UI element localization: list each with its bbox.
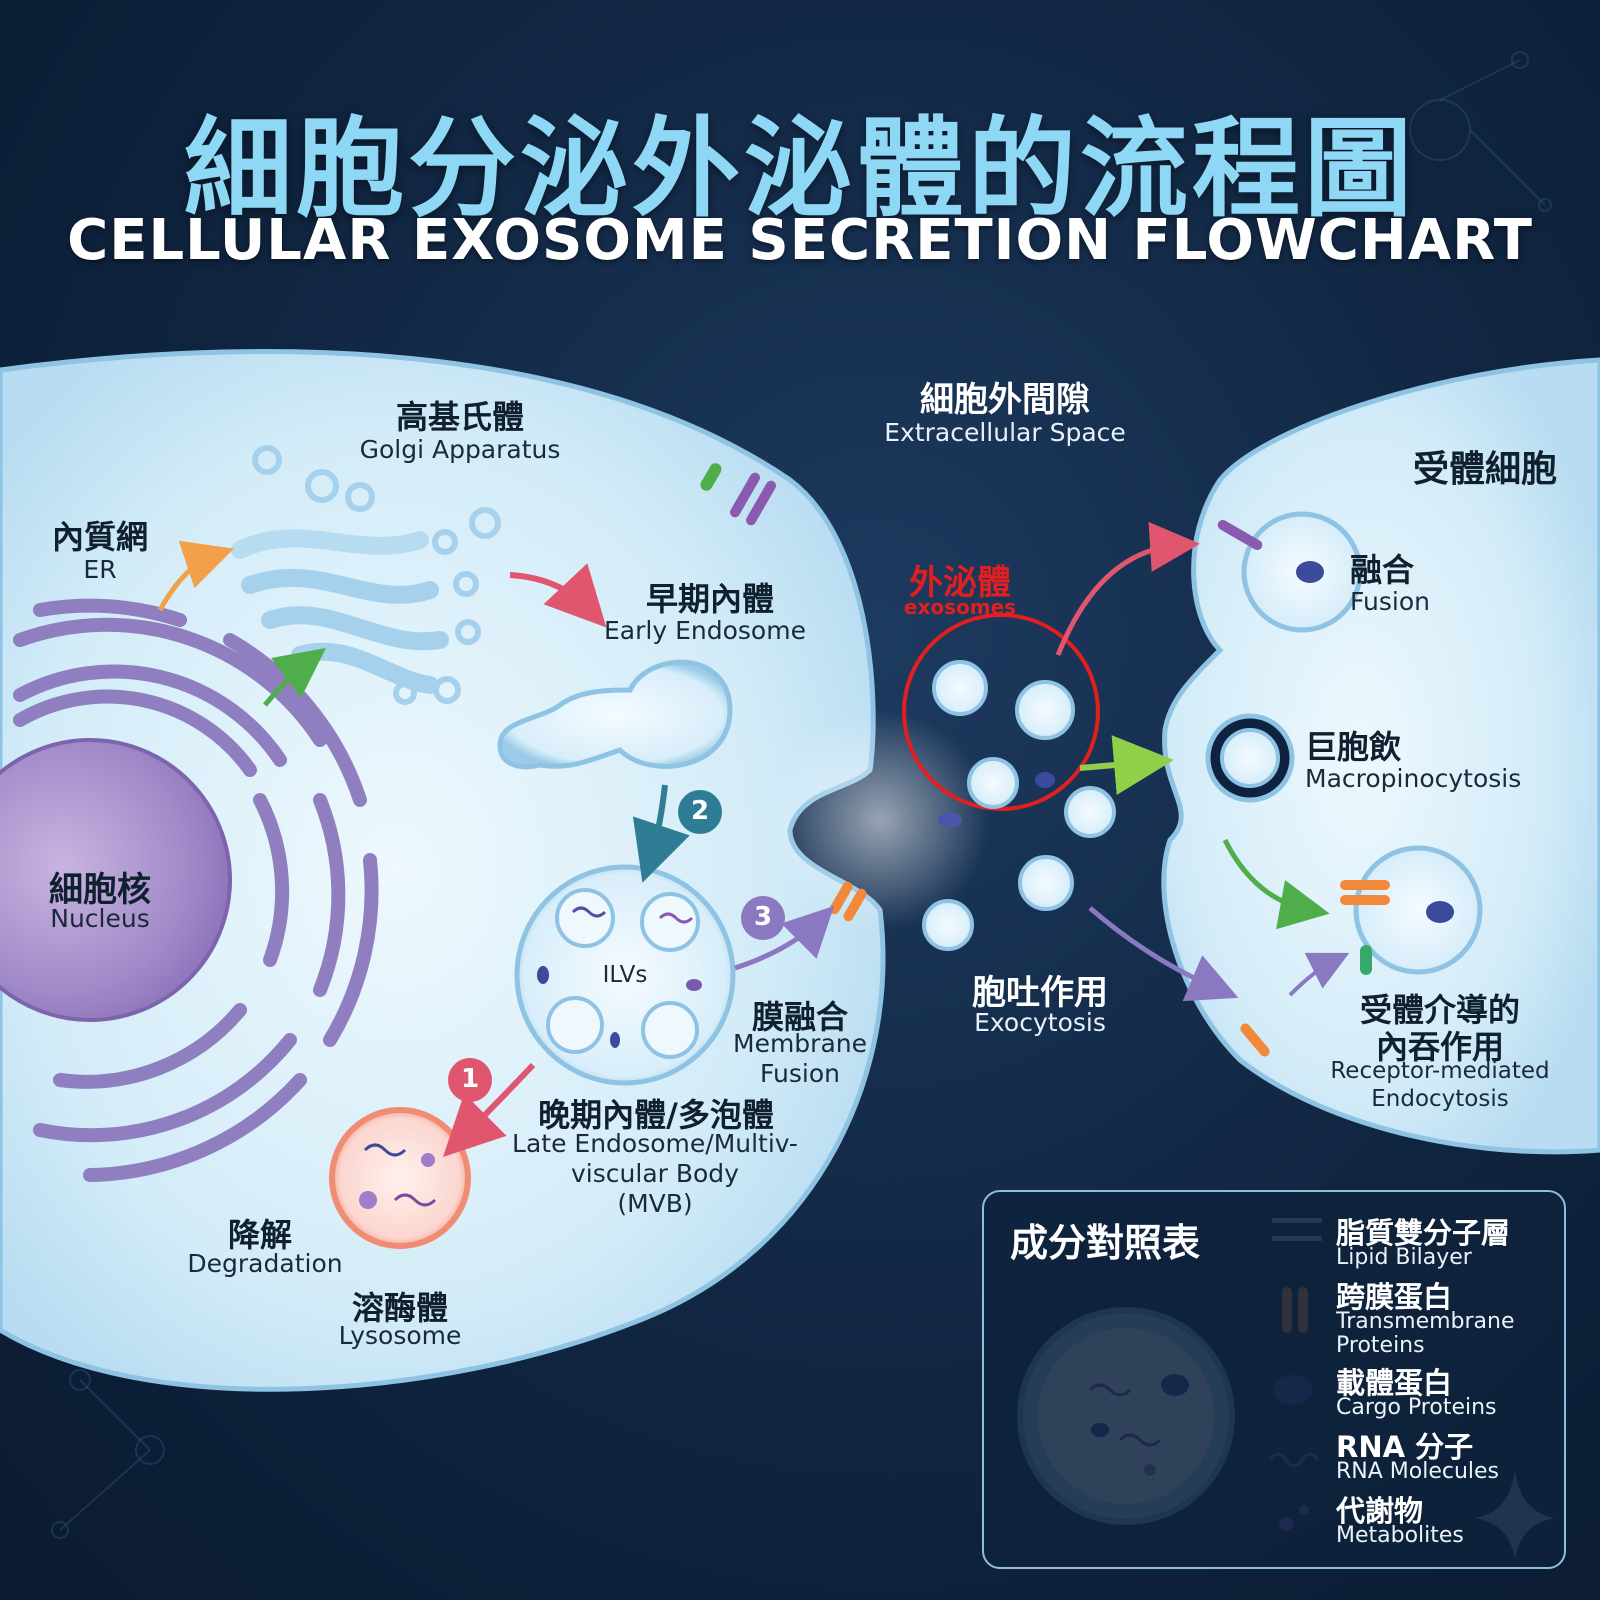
arrow-er-to-golgi xyxy=(157,540,234,612)
extracellular-label-zh: 細胞外間隙 xyxy=(920,380,1090,420)
golgi-apparatus xyxy=(231,445,501,705)
arrow-step2 xyxy=(632,784,690,883)
late-endosome-label-en1: Late Endosome/Multiv- xyxy=(512,1129,798,1158)
nucleus-label-zh: 細胞核 xyxy=(49,870,151,910)
receptor-label-zh1: 受體介導的 xyxy=(1359,991,1520,1029)
membrane-fusion-label-en1: Membrane xyxy=(733,1029,867,1058)
early-endosome xyxy=(497,659,733,770)
step-number-1: 1 xyxy=(460,1064,480,1094)
legend-item-transmembrane-zh: 跨膜蛋白 xyxy=(1336,1280,1453,1314)
nucleus-label-en: Nucleus xyxy=(50,904,150,933)
receptor-label-en2: Endocytosis xyxy=(1371,1086,1509,1112)
legend-item-metabolite-zh: 代謝物 xyxy=(1336,1494,1424,1528)
title-en: CELLULAR EXOSOME SECRETION FLOWCHART xyxy=(67,208,1533,273)
exosomes-label-zh: 外泌體 xyxy=(909,563,1011,603)
step-badge-3 xyxy=(741,896,785,940)
recipient-cell-label-zh: 受體細胞 xyxy=(1412,449,1557,490)
step-number-3: 3 xyxy=(753,902,773,932)
early-endosome-label-en: Early Endosome xyxy=(604,616,806,645)
lysosome xyxy=(329,1107,471,1249)
title-zh: 細胞分泌外泌體的流程圖 xyxy=(183,107,1416,232)
er-label-zh: 內質網 xyxy=(51,518,148,556)
macropinocytosis-label-en: Macropinocytosis xyxy=(1305,764,1522,793)
receptor-label-en1: Receptor-mediated xyxy=(1330,1058,1550,1084)
arrow-to-endocytosis xyxy=(1088,906,1239,1002)
legend-item-rna-en: RNA Molecules xyxy=(1336,1459,1500,1484)
er-label-en: ER xyxy=(83,555,117,584)
arrow-er-to-golgi-2 xyxy=(263,647,326,707)
golgi-label-zh: 高基氏體 xyxy=(395,398,524,436)
legend-item-cargo-en: Cargo Proteins xyxy=(1336,1395,1497,1420)
exocytosis-label-en: Exocytosis xyxy=(974,1008,1106,1037)
nucleus xyxy=(0,738,232,1022)
lysosome-label-en: Lysosome xyxy=(338,1321,462,1350)
late-endosome-label-zh: 晚期內體/多泡體 xyxy=(538,1096,774,1134)
legend-item-cargo-zh: 載體蛋白 xyxy=(1336,1366,1453,1400)
endoplasmic-reticulum xyxy=(13,598,379,1182)
background-network xyxy=(51,51,1552,1539)
fusion-label-en: Fusion xyxy=(1350,587,1430,616)
late-endosome-label-en3: (MVB) xyxy=(617,1189,693,1218)
legend-item-transmembrane-en2: Proteins xyxy=(1336,1333,1425,1358)
fusion-label-zh: 融合 xyxy=(1350,551,1415,589)
legend-item-rna-zh: RNA 分子 xyxy=(1336,1430,1474,1464)
golgi-label-en: Golgi Apparatus xyxy=(359,435,561,464)
arrow-golgi-to-early-endosome xyxy=(509,563,607,628)
late-endosome-label-en2: viscular Body xyxy=(571,1159,739,1188)
degradation-label-zh: 降解 xyxy=(227,1216,292,1254)
exocytosis-label-zh: 胞吐作用 xyxy=(972,973,1108,1013)
arrow-receptor xyxy=(1288,952,1350,997)
exosome-vesicles xyxy=(922,660,1116,951)
multivesicular-body xyxy=(514,864,736,1086)
ilvs-label: ILVs xyxy=(602,962,648,988)
early-endosome-label-zh: 早期內體 xyxy=(645,580,774,618)
membrane-fusion-label-zh: 膜融合 xyxy=(751,998,848,1036)
step-number-2: 2 xyxy=(690,796,710,826)
macropinocytosis-label-zh: 巨胞飲 xyxy=(1305,728,1402,766)
legend-item-transmembrane-en1: Transmembrane xyxy=(1336,1309,1515,1334)
legend-panel xyxy=(982,1190,1566,1569)
membrane-proteins xyxy=(700,463,1390,1057)
macropinocytosis-inner xyxy=(1220,728,1280,788)
lysosome-label-zh: 溶酶體 xyxy=(351,1289,448,1327)
legend-title: 成分對照表 xyxy=(1010,1221,1201,1265)
exosome-highlight-circle xyxy=(902,613,1100,811)
legend-item-lipid-en: Lipid Bilayer xyxy=(1336,1245,1472,1270)
extracellular-label-en: Extracellular Space xyxy=(884,418,1126,447)
arrow-step3 xyxy=(734,905,835,971)
exosomes-label-en: exosomes xyxy=(903,595,1017,619)
degradation-label-en: Degradation xyxy=(187,1249,343,1278)
legend-item-lipid-zh: 脂質雙分子層 xyxy=(1336,1216,1511,1250)
arrow-step1 xyxy=(443,1062,536,1157)
membrane-fusion-label-en2: Fusion xyxy=(760,1059,840,1088)
arrow-green-endocytosis xyxy=(1222,838,1330,930)
arrow-to-macropinocytosis xyxy=(1079,735,1174,795)
arrow-to-fusion xyxy=(1055,521,1200,656)
receptor-label-zh2: 內吞作用 xyxy=(1375,1028,1504,1066)
step-badge-1 xyxy=(448,1058,492,1102)
fusion-glow xyxy=(770,710,990,930)
legend-item-metabolite-en: Metabolites xyxy=(1336,1523,1464,1548)
endocytosis-vesicle xyxy=(1353,845,1483,975)
step-badge-2 xyxy=(678,790,722,834)
